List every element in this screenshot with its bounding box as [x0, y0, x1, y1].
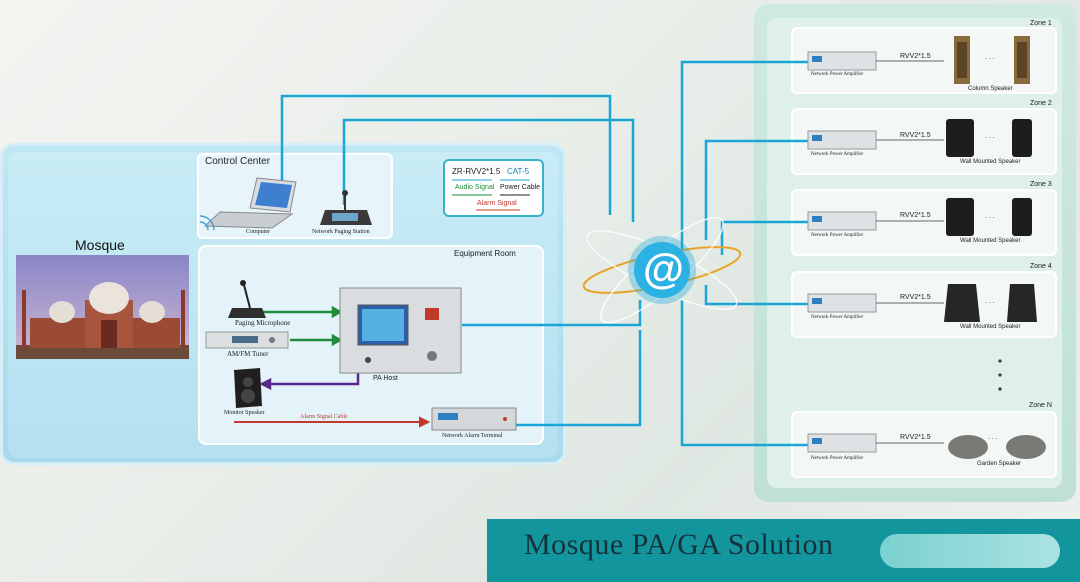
- monitor-speaker-icon: [234, 368, 262, 408]
- network-cables: [280, 60, 808, 447]
- paging-microphone-icon: [228, 280, 266, 318]
- zone-2-dots: . . .: [985, 133, 995, 140]
- mosque-label: Mosque: [75, 237, 125, 253]
- paging-station-icon: [320, 190, 372, 225]
- zone-1-amplifier: Network Power Amplifier: [811, 72, 864, 77]
- legend-arrows: [452, 179, 530, 211]
- alarm-cable-label: Alarm Signal Cable: [300, 414, 348, 420]
- zone-2-name: Zone 2: [1030, 100, 1052, 107]
- monitor-speaker-label: Monitor Speaker: [224, 410, 265, 416]
- legend-alarm-label: Alarm Signal: [477, 200, 517, 207]
- tuner-icon: [205, 331, 289, 349]
- legend-rvv-label: ZR-RVV2*1.5: [452, 167, 501, 176]
- paging-microphone-label: Paging Microphone: [235, 319, 291, 327]
- zone-1-name: Zone 1: [1030, 20, 1052, 27]
- computer-icon: [203, 177, 297, 229]
- computer-label: Computer: [246, 229, 270, 235]
- zone-2-equipment: [807, 119, 1032, 157]
- zone-n-dots: . . .: [988, 434, 998, 441]
- zone-n-equipment: [807, 433, 1046, 459]
- zone-4-equipment: [807, 284, 1037, 322]
- footer-title: Mosque PA/GA Solution: [524, 528, 834, 561]
- alarm-terminal-icon: [431, 407, 517, 431]
- wireless-icon: [199, 215, 215, 231]
- legend-power-label: Power Cable: [500, 184, 541, 191]
- zone-n-name: Zone N: [1029, 402, 1052, 409]
- zone-4-amplifier: Network Power Amplifier: [811, 315, 864, 320]
- zone-4-speaker: Wall Mounted Speaker: [960, 324, 1021, 330]
- zone-2-cable: RVV2*1.5: [900, 132, 931, 139]
- paging-station-label: Network Paging Station: [312, 229, 370, 235]
- zone-4-name: Zone 4: [1030, 263, 1052, 270]
- zone-4-cable: RVV2*1.5: [900, 294, 931, 301]
- footer-title-glow: [880, 534, 1060, 568]
- pa-host-label: PA Host: [373, 375, 398, 382]
- legend-cat5-label: CAT-5: [507, 167, 530, 176]
- zone-3-amplifier: Network Power Amplifier: [811, 233, 864, 238]
- zone-3-equipment: [807, 198, 1032, 236]
- zone-3-speaker: Wall Mounted Speaker: [960, 238, 1021, 244]
- legend-box: [443, 159, 544, 217]
- zone-n-cable: RVV2*1.5: [900, 434, 931, 441]
- alarm-terminal-label: Network Alarm Terminal: [442, 433, 503, 439]
- pa-host-icon: [339, 287, 462, 374]
- zone-4-dots: . . .: [985, 298, 995, 305]
- zone-box-n: [791, 411, 1057, 478]
- equipment-room-title: Equipment Room: [454, 249, 516, 258]
- zone-1-dots: . . .: [985, 54, 995, 61]
- zone-n-amplifier: Network Power Amplifier: [811, 456, 864, 461]
- power-cable: [259, 372, 360, 391]
- control-center-title: Control Center: [205, 156, 271, 167]
- zone-2-amplifier: Network Power Amplifier: [811, 152, 864, 157]
- zone-3-name: Zone 3: [1030, 181, 1052, 188]
- zone-3-cable: RVV2*1.5: [900, 212, 931, 219]
- zone-1-speaker: Column Speaker: [968, 86, 1013, 92]
- legend-audio-label: Audio Signal: [455, 184, 495, 191]
- tuner-label: AM/FM Tuner: [227, 350, 269, 358]
- zone-n-speaker: Garden Speaker: [977, 461, 1022, 467]
- zone-1-equipment: [807, 36, 1030, 84]
- alarm-cable: [234, 416, 431, 428]
- zone-2-speaker: Wall Mounted Speaker: [960, 159, 1021, 165]
- network-globe-icon: [582, 216, 742, 324]
- network-at-symbol: @: [643, 245, 684, 292]
- more-zones-dots: [998, 359, 1002, 391]
- zone-3-dots: . . .: [985, 213, 995, 220]
- zone-1-cable: RVV2*1.5: [900, 53, 931, 60]
- audio-cables: [262, 305, 343, 347]
- mosque-image: [16, 255, 189, 359]
